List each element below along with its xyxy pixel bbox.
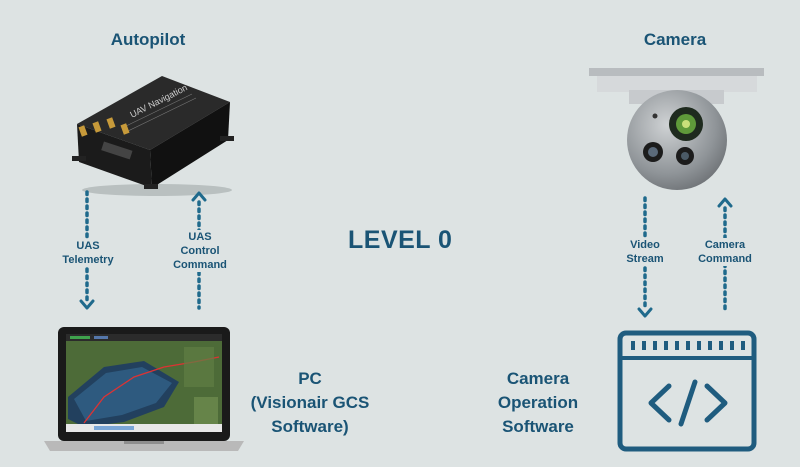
code-window-icon	[617, 330, 757, 452]
video-stream-label: Video Stream	[612, 238, 678, 266]
laptop-image	[44, 327, 244, 451]
uas-telemetry-line-1: UAS	[76, 240, 100, 252]
uas-control-line-1: UAS	[188, 231, 212, 243]
pc-line-1: PC	[298, 369, 322, 388]
camera-software-label: Camera Operation Software	[488, 367, 588, 439]
camera-title: Camera	[643, 30, 707, 49]
camera-software-line-1: Camera	[506, 369, 570, 388]
pc-line-2: (Visionair GCS	[250, 393, 370, 412]
uas-control-line-3: Command	[173, 259, 227, 271]
video-stream-line-1: Video	[630, 239, 660, 251]
video-stream-line-2: Stream	[626, 253, 664, 265]
camera-command-line-2: Command	[698, 253, 752, 265]
uas-control-line-2: Control	[180, 245, 220, 257]
camera-software-line-2: Operation	[497, 393, 579, 412]
camera-software-line-3: Software	[502, 417, 574, 436]
uas-telemetry-line-2: Telemetry	[62, 254, 114, 266]
camera-command-label: Camera Command	[690, 238, 760, 266]
camera-gimbal-image	[589, 68, 764, 190]
level-title: LEVEL 0	[348, 226, 453, 254]
camera-command-line-1: Camera	[704, 239, 746, 251]
uas-telemetry-label: UAS Telemetry	[52, 239, 124, 267]
pc-line-3: Software)	[271, 417, 349, 436]
uas-control-command-label: UAS Control Command	[160, 230, 240, 272]
autopilot-device-image: UAV Navigation	[72, 76, 234, 196]
pc-label: PC (Visionair GCS Software)	[240, 367, 380, 439]
autopilot-title: Autopilot	[110, 30, 186, 49]
